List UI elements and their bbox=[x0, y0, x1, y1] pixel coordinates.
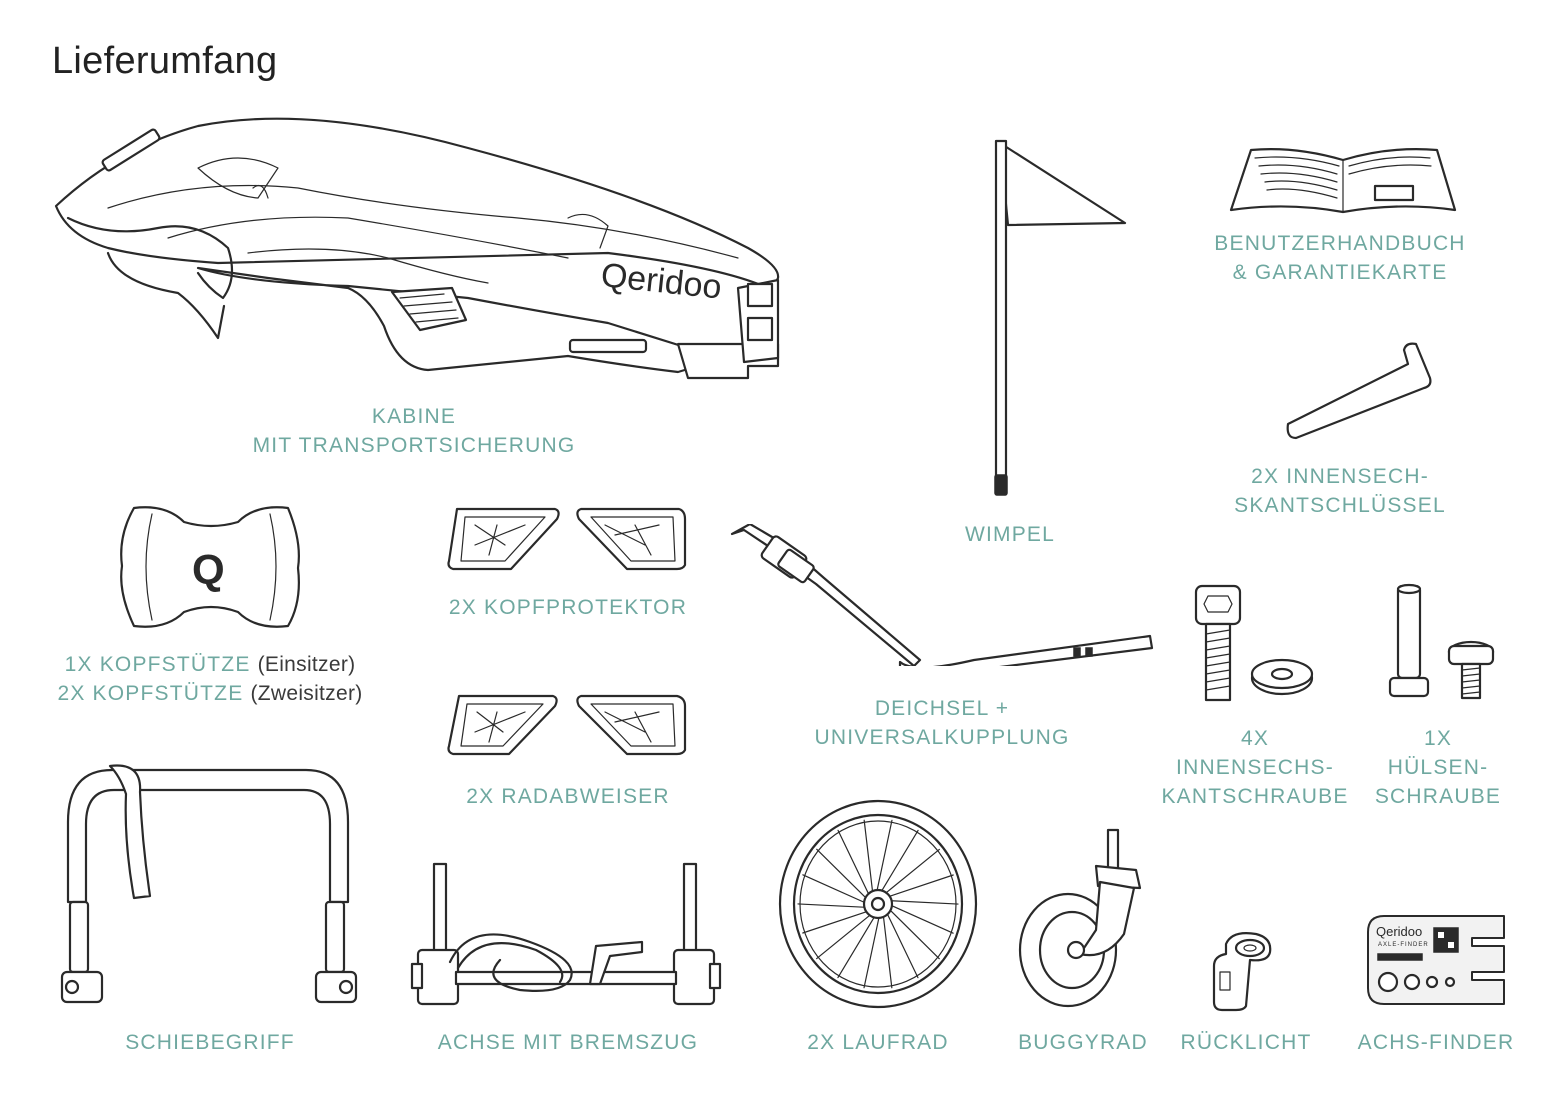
wimpel-label: WIMPEL bbox=[964, 523, 1056, 546]
wheel-spoke bbox=[817, 913, 873, 959]
axle-finder-brand-text: Qeridoo bbox=[1376, 924, 1422, 939]
flag-illustration bbox=[990, 135, 1130, 500]
kabine-label: KABINE MIT TRANSPORTSICHERUNG bbox=[252, 405, 576, 457]
wheel-deflector-illustration bbox=[445, 692, 693, 760]
wheel-spoke bbox=[803, 910, 871, 933]
axle-illustration bbox=[410, 860, 730, 1010]
wheel-spoke bbox=[864, 820, 873, 895]
headrest-illustration: Q bbox=[116, 502, 306, 632]
achsfinder-label: ACHS-FINDER bbox=[1357, 1031, 1515, 1054]
wheel-spoke bbox=[886, 875, 954, 898]
handbuch-label: BENUTZERHANDBUCH & GARANTIEKARTE bbox=[1214, 232, 1466, 284]
page-title: Lieferumfang bbox=[52, 40, 278, 82]
wheel-spoke bbox=[876, 820, 892, 894]
wheel-spoke bbox=[838, 914, 876, 978]
rear-light-illustration bbox=[1206, 926, 1286, 1012]
axle-finder-subtitle-text: AXLE-FINDER bbox=[1378, 942, 1429, 948]
achse-label: ACHSE MIT BREMSZUG bbox=[437, 1031, 699, 1054]
schiebegriff-label: SCHIEBEGRIFF bbox=[125, 1031, 295, 1054]
head-protector-illustration bbox=[445, 505, 693, 575]
kopfprotektor-label: 2X KOPFPROTEKTOR bbox=[448, 596, 688, 619]
ruecklicht-label: RÜCKLICHT bbox=[1180, 1031, 1312, 1054]
wheel-spoke bbox=[883, 849, 939, 895]
axle-finder-card-illustration: Qeridoo AXLE-FINDER bbox=[1364, 912, 1508, 1008]
wheel-spoke bbox=[888, 904, 953, 933]
innensechskantschraube-label: 4X INNENSECHS- KANTSCHRAUBE bbox=[1161, 727, 1349, 808]
manual-book-illustration bbox=[1225, 144, 1460, 216]
drawbar-illustration bbox=[724, 524, 1156, 666]
wheel-spoke bbox=[803, 875, 868, 904]
huelsenschraube-label: 1X HÜLSEN- SCHRAUBE bbox=[1374, 727, 1502, 808]
wheel-spoke bbox=[887, 907, 939, 958]
deichsel-label: DEICHSEL + UNIVERSALKUPPLUNG bbox=[814, 697, 1070, 749]
wheel-spoke bbox=[886, 910, 918, 977]
wheel-spoke bbox=[887, 901, 958, 904]
cabin-illustration: Qeridoo bbox=[48, 108, 788, 388]
wheel-spoke bbox=[883, 913, 892, 988]
headrest-logo-text: Q bbox=[192, 546, 225, 593]
kopfstuetze-label: 1X KOPFSTÜTZE (Einsitzer) 2X KOPFSTÜTZE … bbox=[57, 653, 363, 705]
wheel-spoke bbox=[838, 830, 870, 897]
hex-key-illustration bbox=[1280, 338, 1438, 442]
sleeve-screw-illustration bbox=[1386, 582, 1498, 702]
buggyrad-label: BUGGYRAD bbox=[1018, 1031, 1148, 1054]
wheel-spoke bbox=[817, 849, 869, 900]
hex-screw-illustration bbox=[1190, 582, 1316, 704]
buggy-wheel-illustration bbox=[1016, 826, 1152, 1010]
radabweiser-label: 2X RADABWEISER bbox=[466, 785, 670, 808]
wheel-spoke bbox=[798, 904, 869, 907]
laufrad-label: 2X LAUFRAD bbox=[807, 1031, 949, 1054]
wheel-spoke bbox=[864, 914, 880, 988]
schluessel-label: 2X INNENSECH- SKANTSCHLÜSSEL bbox=[1234, 465, 1446, 517]
push-bar-illustration bbox=[60, 762, 360, 1010]
wheel-spoke bbox=[880, 830, 918, 894]
wheel-illustration bbox=[776, 798, 980, 1010]
